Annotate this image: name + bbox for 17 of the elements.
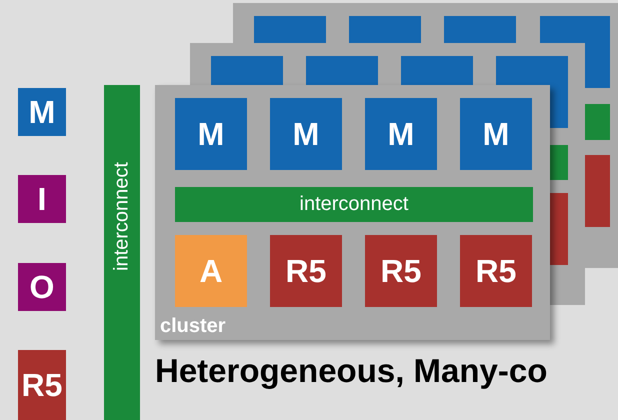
interconnect-bar: interconnect [175, 187, 533, 222]
module-block: M [270, 98, 342, 170]
heading: Heterogeneous, Many-co [155, 352, 548, 390]
module-block: R5 [270, 235, 342, 307]
module-block: A [175, 235, 247, 307]
module-block: M [175, 98, 247, 170]
cluster-panel [155, 85, 550, 340]
module-block: M [365, 98, 437, 170]
module-block: R5 [460, 235, 532, 307]
module-block: M [18, 88, 66, 136]
module-block: O [18, 263, 66, 311]
module-block: R5 [18, 350, 66, 420]
module-block: R5 [365, 235, 437, 307]
panel-caption: cluster [160, 315, 226, 338]
module-block: I [18, 175, 66, 223]
module-block: M [460, 98, 532, 170]
interconnect-bar: interconnect [104, 85, 140, 420]
